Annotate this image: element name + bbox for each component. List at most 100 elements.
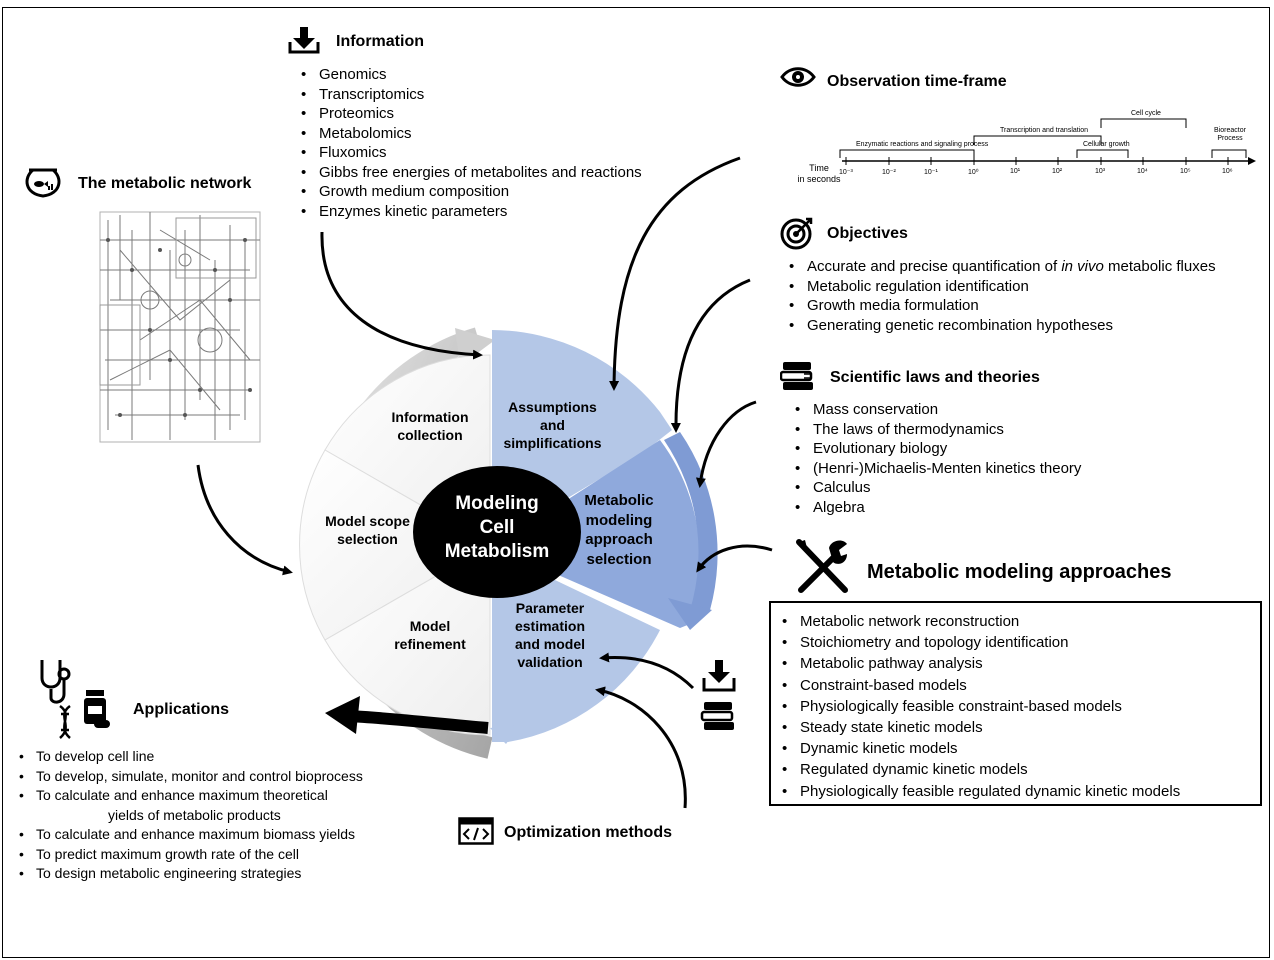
tick-label: 10⁻²	[882, 169, 896, 176]
information-list: Genomics Transcriptomics Proteomics Meta…	[297, 65, 642, 221]
download-books-icon	[700, 660, 736, 730]
sector-approach-selection	[494, 440, 700, 628]
segment-approach-selection: Metabolic modeling approach selection	[574, 491, 664, 569]
segment-line: Model	[409, 618, 451, 634]
center-ellipse	[413, 466, 581, 598]
list-item: Physiologically feasible regulated dynam…	[778, 781, 1180, 802]
arrow-applications-body	[347, 710, 489, 734]
segment-line: validation	[517, 654, 583, 670]
list-item: To develop cell line	[18, 747, 363, 767]
tools-icon	[796, 539, 848, 593]
list-item: Metabolomics	[297, 124, 642, 144]
span-label: Enzymatic reactions and signaling proces…	[856, 141, 989, 148]
list-item: Proteomics	[297, 104, 642, 124]
list-item: Fluxomics	[297, 143, 642, 163]
download-icon	[288, 27, 320, 54]
segment-line: estimation	[514, 618, 585, 634]
arrow-applications-head	[325, 696, 360, 734]
center-line: Cell	[479, 517, 515, 538]
arrow-approaches	[696, 544, 773, 573]
tick-label: 10²	[1052, 168, 1063, 175]
list-item: Physiologically feasible constraint-base…	[778, 696, 1180, 717]
arrow-optimization	[595, 686, 687, 809]
optimization-title: Optimization methods	[504, 824, 672, 841]
segment-line: Model scope	[325, 513, 410, 529]
laws-title: Scientific laws and theories	[830, 369, 1040, 386]
target-icon	[780, 217, 813, 250]
sector-model-scope	[299, 449, 492, 641]
list-item: To predict maximum growth rate of the ce…	[18, 845, 363, 865]
list-item: Calculus	[791, 478, 1081, 498]
arrow-objectives	[670, 278, 751, 433]
tick-label: 10⁰	[968, 169, 979, 176]
blue-arrowhead-right	[668, 598, 712, 630]
list-item: Growth medium composition	[297, 182, 642, 202]
segment-line: collection	[397, 427, 463, 443]
span-label: Cell cycle	[1131, 110, 1161, 117]
segment-line: refinement	[394, 636, 466, 652]
list-item: Mass conservation	[791, 400, 1081, 420]
span-label: Bioreactor Process	[1214, 127, 1246, 142]
list-item: Transcriptomics	[297, 85, 642, 105]
tick-label: 10⁵	[1180, 168, 1191, 175]
applications-list: To develop cell line To develop, simulat…	[18, 747, 363, 884]
list-item: Growth media formulation	[785, 296, 1216, 316]
observation-title: Observation time-frame	[827, 73, 1007, 90]
books-icon	[780, 362, 813, 390]
segment-line: Information	[391, 409, 469, 425]
list-item: Algebra	[791, 498, 1081, 518]
center-title: Modeling Cell Metabolism	[412, 492, 582, 564]
segment-line: modeling	[585, 511, 653, 529]
tick-label: 10⁴	[1137, 168, 1148, 175]
list-item: To design metabolic engineering strategi…	[18, 864, 363, 884]
segment-assumptions: Assumptions and simplifications	[495, 398, 610, 452]
list-item: Stoichiometry and topology identificatio…	[778, 632, 1180, 653]
segment-information-collection: Information collection	[375, 408, 485, 444]
item-text: Accurate and precise quantification of	[807, 258, 1062, 275]
list-item: Generating genetic recombination hypothe…	[785, 316, 1216, 336]
list-item: The laws of thermodynamics	[791, 420, 1081, 440]
arrow-information	[320, 231, 483, 360]
segment-model-refinement: Model refinement	[380, 617, 480, 653]
approaches-box: Metabolic network reconstruction Stoichi…	[769, 601, 1262, 806]
span-label: Transcription and translation	[1000, 127, 1089, 134]
segment-parameter-estimation: Parameter estimation and model validatio…	[500, 599, 600, 671]
item-text: metabolic fluxes	[1103, 258, 1216, 275]
list-item: To calculate and enhance maximum theoret…	[18, 786, 363, 825]
metabolic-network-dots	[106, 238, 252, 417]
list-item: To calculate and enhance maximum biomass…	[18, 825, 363, 845]
list-item: Accurate and precise quantification of i…	[785, 257, 1216, 277]
list-item: Enzymes kinetic parameters	[297, 202, 642, 222]
code-window-icon	[458, 817, 494, 845]
blue-arrowhead-bottom	[490, 725, 520, 744]
sector-parameter-estimation	[492, 550, 660, 742]
connector-arrows	[196, 156, 773, 809]
segment-line: selection	[586, 550, 652, 568]
eye-icon	[780, 67, 816, 87]
laws-list: Mass conservation The laws of thermodyna…	[791, 400, 1081, 517]
timeline-axis-label: Time in seconds	[795, 163, 843, 185]
list-item: Constraint-based models	[778, 675, 1180, 696]
arrow-network	[196, 464, 293, 576]
segment-line: and model	[514, 636, 585, 652]
list-item: To develop, simulate, monitor and contro…	[18, 767, 363, 787]
segment-line: Metabolic	[584, 492, 654, 509]
axis-label-line: in seconds	[797, 174, 841, 184]
tick-label: 10¹	[1010, 168, 1021, 175]
list-item: (Henri-)Michaelis-Menten kinetics theory	[791, 459, 1081, 479]
segment-model-scope: Model scope selection	[315, 512, 420, 548]
list-item: Steady state kinetic models	[778, 717, 1180, 738]
list-item: Metabolic regulation identification	[785, 277, 1216, 297]
segment-line: and	[540, 417, 565, 433]
segment-line: approach	[585, 531, 653, 548]
tick-label: 10⁶	[1222, 168, 1233, 175]
objectives-title: Objectives	[827, 225, 908, 242]
item-text: To calculate and enhance maximum theoret…	[36, 787, 328, 803]
segment-line: selection	[337, 531, 398, 547]
arrow-laws	[695, 400, 757, 488]
objectives-list: Accurate and precise quantification of i…	[785, 257, 1216, 335]
segment-line: simplifications	[503, 435, 602, 451]
arrow-inputs	[599, 652, 695, 690]
